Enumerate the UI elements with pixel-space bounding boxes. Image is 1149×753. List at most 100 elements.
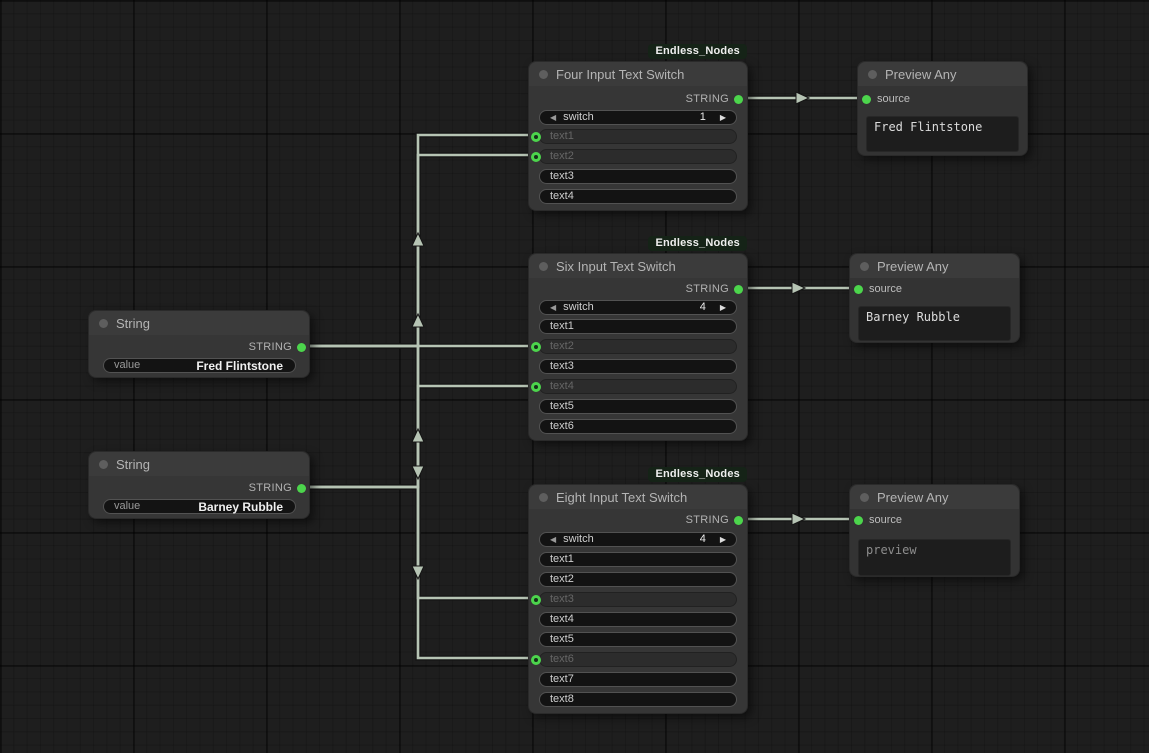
input-row-label: text6 [550, 421, 574, 432]
input-row-label: text3 [550, 361, 574, 372]
node-title-bar[interactable]: Preview Any [850, 254, 1019, 278]
arrow-right-icon [791, 512, 807, 526]
input-slot-dot[interactable] [531, 131, 541, 142]
value-widget[interactable]: value Fred Flintstone [103, 358, 296, 373]
increment-arrow-icon[interactable]: ▶ [719, 302, 726, 312]
input-slot-label: source [869, 283, 903, 295]
input-row-text4[interactable]: text4 [539, 612, 737, 627]
increment-arrow-icon[interactable]: ▶ [719, 534, 726, 544]
decrement-arrow-icon[interactable]: ◀ [550, 534, 557, 544]
input-slot-dot[interactable] [531, 151, 541, 162]
input-row-text6[interactable]: text6 [531, 652, 737, 667]
input-slot-dot[interactable] [531, 654, 541, 665]
collapse-dot-icon[interactable] [868, 69, 877, 79]
input-slot-source: source [854, 282, 902, 296]
input-row-text2[interactable]: text2 [539, 572, 737, 587]
input-row-text8[interactable]: text8 [539, 692, 737, 707]
collapse-dot-icon[interactable] [860, 261, 869, 271]
node-preview-any-1[interactable]: Preview Any source Fred Flintstone [857, 61, 1028, 156]
arrow-down-icon [411, 565, 425, 581]
decrement-arrow-icon[interactable]: ◀ [550, 112, 557, 122]
switch-widget[interactable]: ◀ switch 1 ▶ [539, 110, 737, 125]
input-row-text6[interactable]: text6 [539, 419, 737, 434]
input-row-text4[interactable]: text4 [531, 379, 737, 394]
input-row-label: text1 [550, 321, 574, 332]
node-title-bar[interactable]: Six Input Text Switch [529, 254, 747, 278]
node-four-input-text-switch[interactable]: Endless_Nodes Four Input Text Switch STR… [528, 44, 748, 211]
switch-value: 4 [699, 533, 706, 545]
input-row-text1[interactable]: text1 [531, 129, 737, 144]
input-slot-dot[interactable] [531, 594, 541, 605]
node-string-1[interactable]: String STRING value Fred Flintstone [88, 310, 310, 378]
decrement-arrow-icon[interactable]: ◀ [550, 302, 557, 312]
input-row-text2[interactable]: text2 [531, 339, 737, 354]
collapse-dot-icon[interactable] [539, 492, 548, 502]
output-slot-string: STRING [539, 92, 743, 106]
input-row-text4[interactable]: text4 [539, 189, 737, 204]
node-title-bar[interactable]: String [89, 452, 309, 476]
switch-label: switch [563, 112, 594, 123]
input-slot-dot[interactable] [854, 515, 863, 525]
input-slot-dot[interactable] [862, 94, 871, 104]
input-row-text3[interactable]: text3 [539, 359, 737, 374]
input-slot-dot[interactable] [531, 381, 541, 392]
input-row-text7[interactable]: text7 [539, 672, 737, 687]
input-row-label: text3 [550, 171, 574, 182]
preview-textbox[interactable]: Fred Flintstone [866, 116, 1019, 152]
input-row-text1[interactable]: text1 [539, 319, 737, 334]
node-six-input-text-switch[interactable]: Endless_Nodes Six Input Text Switch STRI… [528, 236, 748, 441]
output-slot-label: STRING [685, 514, 729, 526]
widget-value: Fred Flintstone [196, 358, 283, 373]
output-slot-dot[interactable] [297, 483, 306, 493]
arrow-up-icon [411, 312, 425, 328]
output-slot-dot[interactable] [734, 515, 743, 525]
collapse-dot-icon[interactable] [539, 261, 548, 271]
widget-label: value [114, 360, 141, 371]
increment-arrow-icon[interactable]: ▶ [719, 112, 726, 122]
collapse-dot-icon[interactable] [99, 318, 108, 328]
node-title: Six Input Text Switch [556, 258, 676, 274]
input-row-text5[interactable]: text5 [539, 399, 737, 414]
input-row-text2[interactable]: text2 [531, 149, 737, 164]
input-row-text3[interactable]: text3 [539, 169, 737, 184]
preview-textbox[interactable]: preview [858, 539, 1011, 576]
node-title-bar[interactable]: Preview Any [858, 62, 1027, 86]
switch-widget[interactable]: ◀ switch 4 ▶ [539, 300, 737, 315]
output-slot-dot[interactable] [734, 94, 743, 104]
preview-textbox[interactable]: Barney Rubble [858, 306, 1011, 341]
input-slot-dot[interactable] [531, 341, 541, 352]
output-slot-dot[interactable] [297, 342, 306, 352]
collapse-dot-icon[interactable] [539, 69, 548, 79]
node-title-bar[interactable]: Four Input Text Switch [529, 62, 747, 86]
node-title: Eight Input Text Switch [556, 489, 688, 505]
output-slot-string: STRING [99, 340, 306, 354]
input-slot-label: source [877, 93, 911, 105]
value-widget[interactable]: value Barney Rubble [103, 499, 296, 514]
input-row-text5[interactable]: text5 [539, 632, 737, 647]
wire-direction-arrows [411, 91, 811, 581]
node-title: Preview Any [877, 258, 949, 274]
input-row-label: text1 [550, 131, 574, 142]
input-row-text1[interactable]: text1 [539, 552, 737, 567]
node-title-bar[interactable]: String [89, 311, 309, 335]
node-preview-any-3[interactable]: Preview Any source preview [849, 484, 1020, 577]
switch-widget[interactable]: ◀ switch 4 ▶ [539, 532, 737, 547]
node-title: Preview Any [877, 489, 949, 505]
input-row-text3[interactable]: text3 [531, 592, 737, 607]
input-row-label: text2 [550, 341, 574, 352]
node-string-2[interactable]: String STRING value Barney Rubble [88, 451, 310, 519]
output-slot-dot[interactable] [734, 284, 743, 294]
node-eight-input-text-switch[interactable]: Endless_Nodes Eight Input Text Switch ST… [528, 467, 748, 714]
input-row-label: text6 [550, 654, 574, 665]
node-title-bar[interactable]: Preview Any [850, 485, 1019, 509]
collapse-dot-icon[interactable] [860, 492, 869, 502]
input-row-label: text7 [550, 674, 574, 685]
node-title-bar[interactable]: Eight Input Text Switch [529, 485, 747, 509]
node-pack-badge: Endless_Nodes [648, 467, 747, 482]
collapse-dot-icon[interactable] [99, 459, 108, 469]
switch-value: 1 [699, 111, 706, 123]
node-preview-any-2[interactable]: Preview Any source Barney Rubble [849, 253, 1020, 343]
input-slot-dot[interactable] [854, 284, 863, 294]
